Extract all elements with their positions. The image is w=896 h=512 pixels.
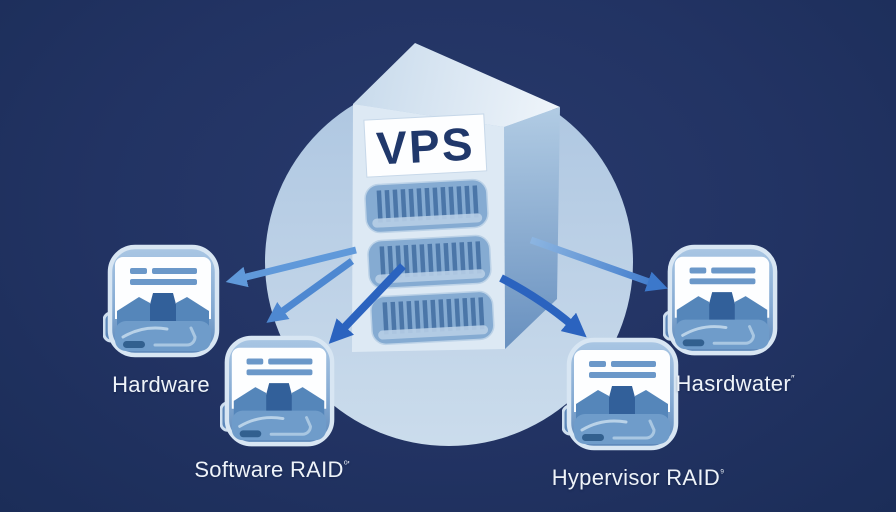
label-software-raid: Software RAID⁰' (194, 457, 349, 483)
server-top-face (353, 43, 560, 127)
label-hardware-right-text: Hasrdwater (675, 371, 791, 396)
hypervisor-raid-icon (562, 334, 682, 454)
arrow-to-hypervisor-raid (499, 274, 587, 338)
label-hardware-left: Hardware (112, 372, 210, 398)
server-front-panel: VPS (363, 113, 496, 346)
vps-name-plate (363, 113, 488, 178)
software-raid-icon (220, 332, 338, 450)
vps-label: VPS (375, 117, 476, 174)
workstation-icon (103, 241, 223, 361)
label-hypervisor-raid-text: Hypervisor RAID (551, 465, 721, 490)
vps-server-tower: VPS (352, 43, 560, 352)
workstation-icon (220, 332, 338, 450)
label-hardware-right: Hasrdwater″ (675, 371, 794, 397)
connection-arrows (225, 236, 668, 344)
label-software-raid-text: Software RAID (194, 457, 344, 482)
label-hypervisor-raid-sup: ⁹ (720, 468, 725, 479)
label-software-raid-sup: ⁰' (343, 460, 350, 471)
hardware-left-icon (103, 241, 223, 361)
label-hardware-left-text: Hardware (112, 372, 210, 397)
label-hardware-right-sup: ″ (790, 374, 795, 385)
server-vent-3 (369, 289, 496, 346)
arrow-to-hardware-right (529, 236, 668, 292)
server-vent-1 (363, 178, 490, 234)
label-hypervisor-raid: Hypervisor RAID⁹ (552, 465, 725, 491)
arrow-left-middle (266, 258, 355, 323)
arrow-to-software-raid (328, 263, 406, 344)
workstation-icon (562, 334, 682, 454)
arrow-to-hardware-left (225, 246, 357, 288)
